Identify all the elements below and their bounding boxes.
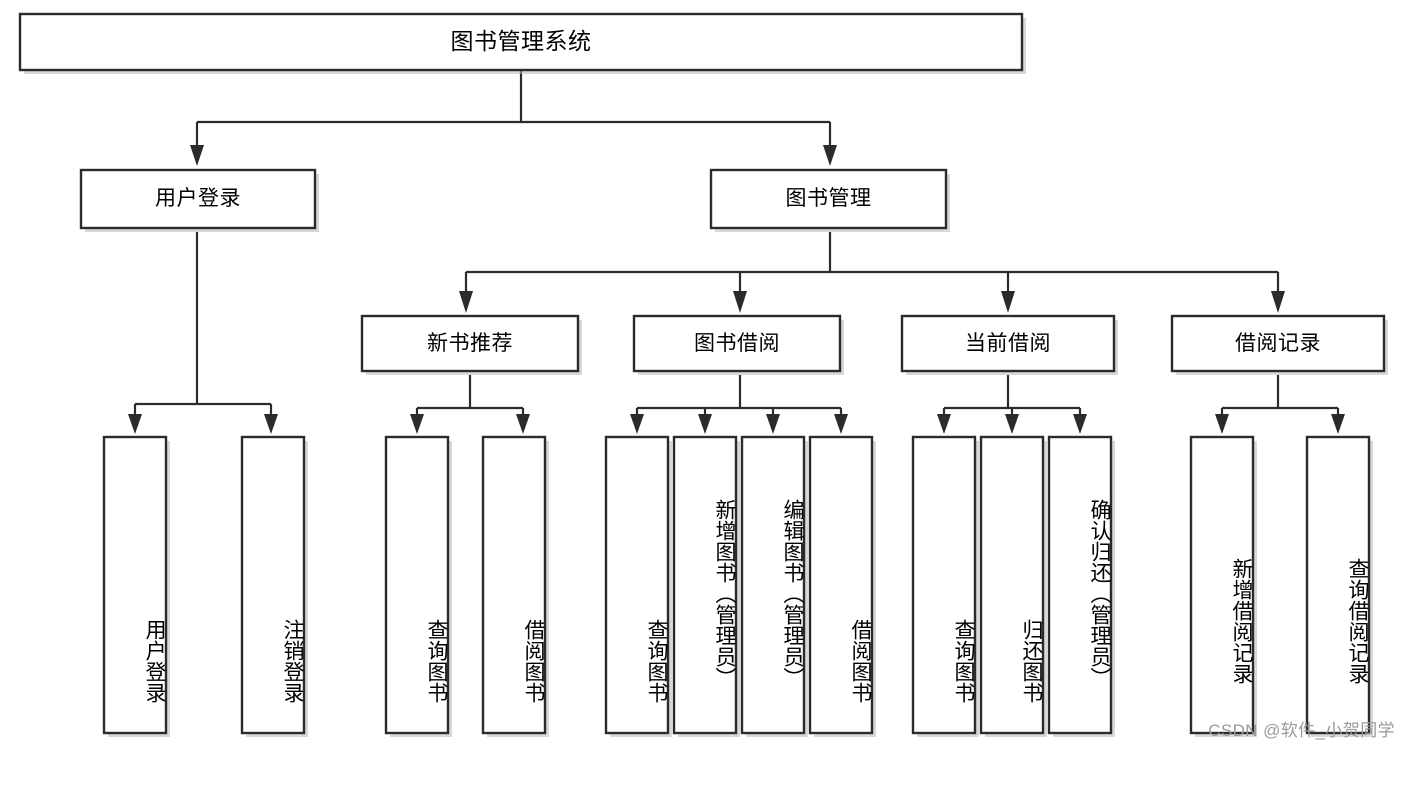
connector-group-book-borrow (630, 375, 848, 434)
node-box-new-book-recommend[interactable] (360, 314, 580, 373)
node-box-leaf-borrow-record-1[interactable] (1305, 435, 1371, 735)
arrow-head-icon (1073, 414, 1087, 434)
connector-group-new-book (410, 375, 530, 434)
arrow-head-icon (1005, 414, 1019, 434)
node-box-leaf-book-borrow-3[interactable] (808, 435, 874, 735)
arrow-head-icon (733, 291, 747, 313)
connector-group-book-mgmt (459, 232, 1285, 313)
node-box-leaf-new-book-1[interactable] (481, 435, 547, 735)
node-box-leaf-current-borrow-2[interactable] (1047, 435, 1113, 735)
node-box-user-login[interactable] (79, 168, 317, 230)
arrow-head-icon (1001, 291, 1015, 313)
arrow-head-icon (516, 414, 530, 434)
connector-group-current-borrow (937, 375, 1087, 434)
connector-group-root (190, 71, 837, 166)
node-box-borrow-record[interactable] (1170, 314, 1386, 373)
node-box-book-borrow[interactable] (632, 314, 842, 373)
diagram-svg (18, 12, 1388, 737)
diagram-canvas: 图书管理系统 用户登录 图书管理 新书推荐 图书借阅 当前借阅 借阅记录 用户登… (18, 12, 1395, 740)
arrow-head-icon (410, 414, 424, 434)
node-box-leaf-current-borrow-0[interactable] (911, 435, 977, 735)
arrow-head-icon (630, 414, 644, 434)
arrow-head-icon (264, 414, 278, 434)
arrow-head-icon (190, 145, 204, 166)
node-box-leaf-current-borrow-1[interactable] (979, 435, 1045, 735)
arrow-head-icon (459, 291, 473, 313)
arrow-head-icon (128, 414, 142, 434)
connector-group-user-login (128, 232, 278, 434)
arrow-head-icon (1331, 414, 1345, 434)
arrow-head-icon (698, 414, 712, 434)
node-box-leaf-book-borrow-2[interactable] (740, 435, 806, 735)
node-box-leaf-user-login-1[interactable] (240, 435, 306, 735)
arrow-head-icon (834, 414, 848, 434)
arrow-head-icon (937, 414, 951, 434)
node-box-leaf-borrow-record-0[interactable] (1189, 435, 1255, 735)
node-box-leaf-book-borrow-1[interactable] (672, 435, 738, 735)
arrow-head-icon (1215, 414, 1229, 434)
node-box-current-borrow[interactable] (900, 314, 1116, 373)
node-box-root[interactable] (18, 12, 1024, 72)
node-box-leaf-new-book-0[interactable] (384, 435, 450, 735)
arrow-head-icon (766, 414, 780, 434)
arrow-head-icon (1271, 291, 1285, 313)
node-box-leaf-user-login-0[interactable] (102, 435, 168, 735)
node-box-leaf-book-borrow-0[interactable] (604, 435, 670, 735)
connector-group-borrow-record (1215, 375, 1345, 434)
node-box-book-management[interactable] (709, 168, 948, 230)
arrow-head-icon (823, 145, 837, 166)
watermark-text: CSDN @软件_小贺同学 (1208, 721, 1395, 740)
